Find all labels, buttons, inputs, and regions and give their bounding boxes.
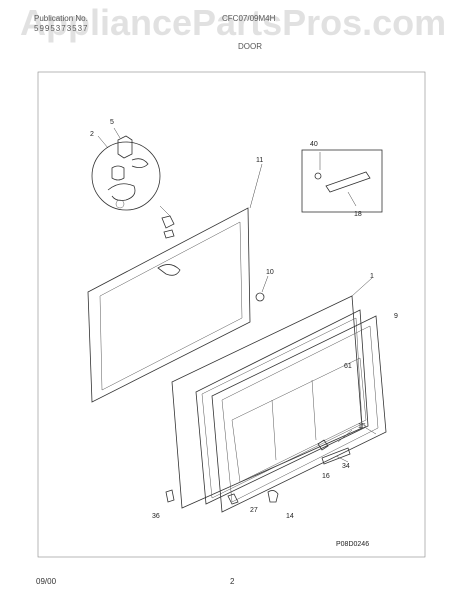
door-gasket [195,309,369,505]
callout-27: 27 [250,507,258,514]
callout-10: 10 [266,269,274,276]
callout-1: 1 [370,273,374,280]
part-14 [267,490,279,503]
inner-door-liner [211,315,387,513]
callout-14: 14 [286,513,294,520]
hinge-parts [107,135,181,276]
door-handle-part [321,447,351,465]
callout-5: 5 [110,119,114,126]
callout-11: 11 [256,157,263,164]
publication-label: Publication No. [34,14,88,23]
section-title: DOOR [238,42,262,51]
callout-18: 18 [354,211,362,218]
footer-date: 09/00 [36,577,57,586]
callout-9: 9 [394,313,398,320]
callout-36: 36 [152,513,160,520]
watermark: AppliancePartsPros.com [20,2,447,43]
callout-15: 15 [358,423,366,430]
clip-part [317,439,329,451]
diagram-frame [37,71,426,558]
screw-part [255,292,265,302]
callout-40: 40 [310,141,318,148]
hinge-bracket-part [314,171,371,193]
callout-16: 16 [322,473,330,480]
hinge-detail-circle [91,141,161,211]
outer-door-panel [171,295,363,509]
part-36 [165,489,175,503]
door-gasket-panel [87,207,251,403]
publication-number: 5995373537 [34,24,89,33]
callout-2: 2 [90,131,94,138]
callout-61: 61 [344,363,352,370]
diagram-code: P08D0246 [336,541,369,548]
callout-34: 34 [342,463,350,470]
footer-page-number: 2 [230,577,235,586]
hinge-inset-box [301,149,383,213]
model-number: CFC07/09M4H [222,14,276,23]
part-27 [227,493,239,505]
